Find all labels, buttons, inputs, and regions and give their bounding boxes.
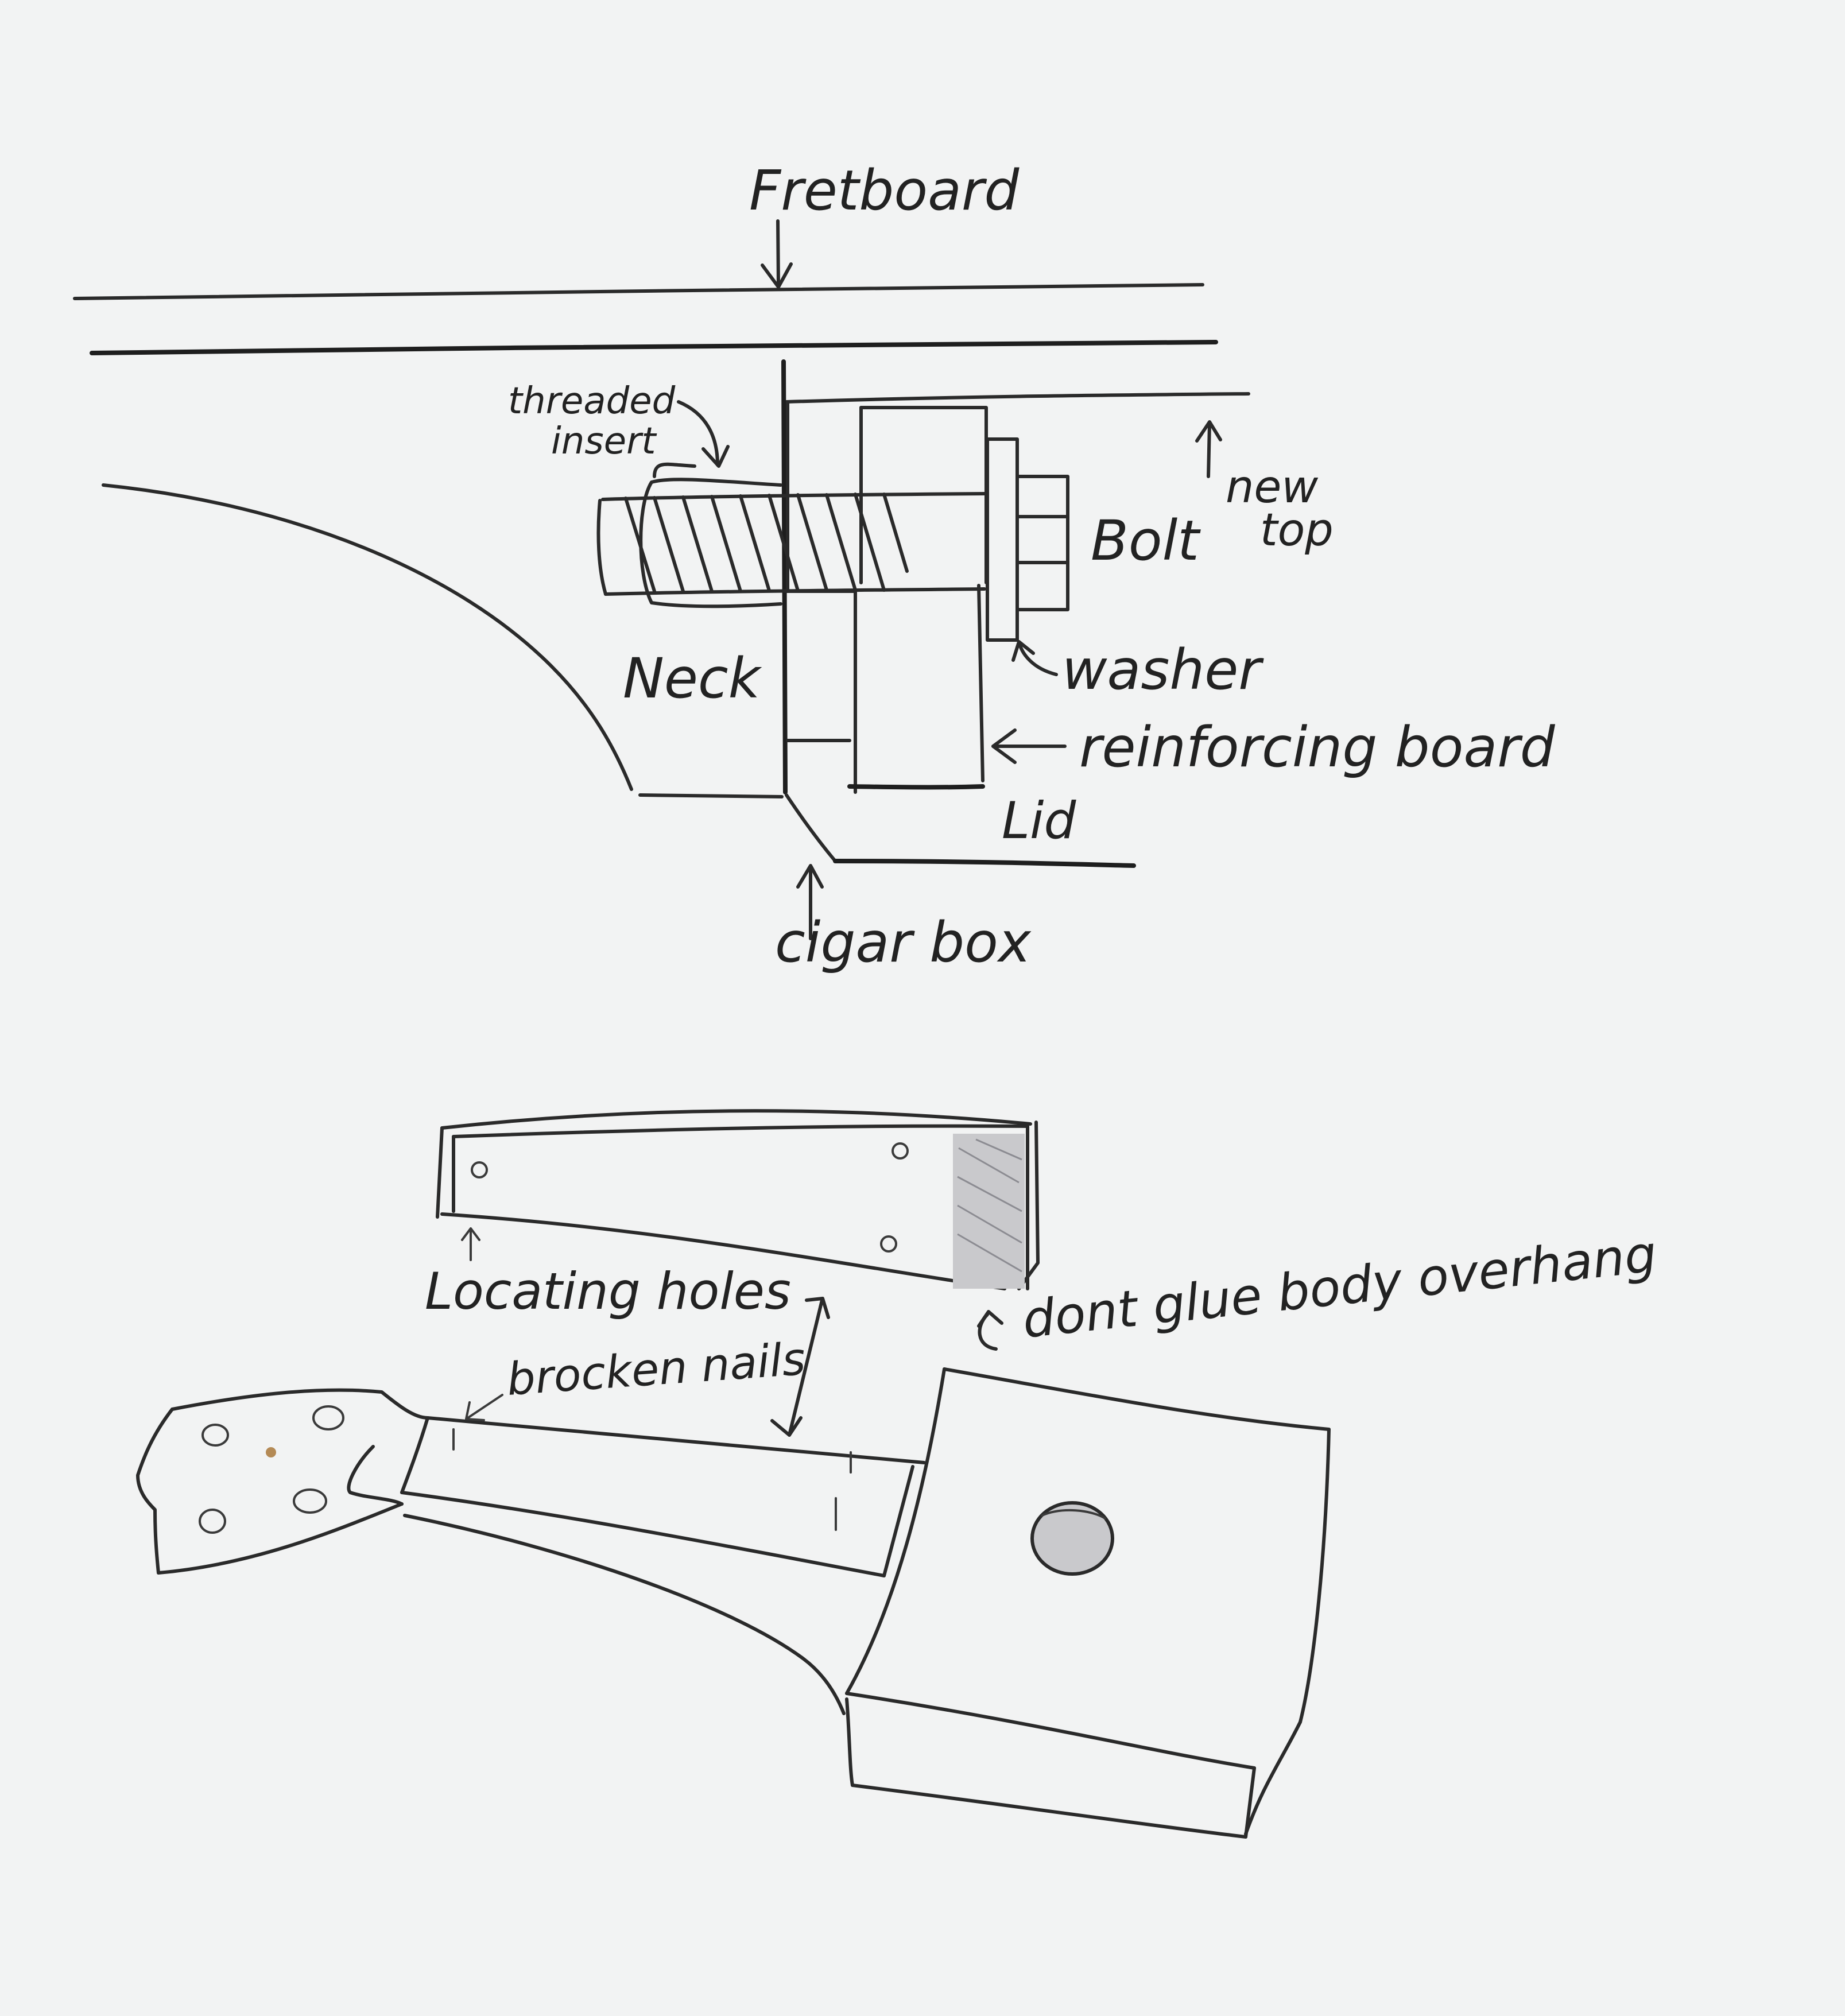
locating-hole-icon <box>471 1161 488 1178</box>
bolt-label: Bolt <box>1091 509 1201 573</box>
washer-label: washer <box>1062 638 1264 702</box>
cigar-box-label: cigar box <box>775 910 1032 975</box>
reinforcing-board-arrow <box>991 728 1067 764</box>
neck-bottom-edge <box>638 793 784 798</box>
neck-heel-curve <box>102 483 633 791</box>
threaded-insert-arrow <box>677 400 730 468</box>
new-top-label: new <box>1226 462 1318 513</box>
fretboard-label: Fretboard <box>749 158 1020 223</box>
reinforcing-board-label: reinforcing board <box>1079 715 1556 780</box>
locating-hole-icon <box>880 1235 897 1253</box>
wood-knot <box>266 1447 276 1457</box>
body-block <box>845 1367 1331 1839</box>
threaded-insert <box>639 462 782 608</box>
new-top-arrow <box>1195 420 1222 478</box>
locating-holes-arrow <box>461 1227 480 1261</box>
fit-together-arrow <box>770 1297 830 1437</box>
perspective-view: Locating holes dont glue body overhang b… <box>136 1109 1659 1839</box>
fretboard-arrow <box>761 219 793 289</box>
tuner-hole-icon <box>201 1424 229 1447</box>
locating-holes-label: Locating holes <box>425 1262 791 1321</box>
brocken-nails-arrow <box>465 1394 503 1421</box>
washer-arrow <box>1011 640 1058 676</box>
washer <box>986 437 1019 642</box>
tuner-hole-icon <box>312 1405 344 1430</box>
neck-label: Neck <box>623 646 762 711</box>
threaded-insert-label-2: insert <box>551 420 657 463</box>
reinforcing-board <box>847 406 988 790</box>
dont-glue-label: dont glue body overhang <box>1020 1224 1659 1349</box>
new-top-label-2: top <box>1260 505 1334 556</box>
threaded-insert-label: threaded <box>508 380 676 422</box>
hatching <box>957 1138 1022 1273</box>
fretboard <box>73 283 1218 355</box>
bolt-threads <box>596 492 986 596</box>
reinforcing-board-3d <box>436 1109 1040 1290</box>
bolt-head <box>1015 475 1069 611</box>
neck-3d <box>400 1416 926 1715</box>
tuner-hole-icon <box>199 1509 226 1534</box>
new-top <box>785 392 1250 404</box>
lid-label: Lid <box>1002 791 1076 850</box>
locating-hole-icon <box>892 1142 909 1160</box>
side-view: Fretboard threaded insert new top Bolt N… <box>73 158 1556 975</box>
cigar-box-arrow <box>796 864 824 940</box>
dont-glue-arrow <box>977 1310 1003 1351</box>
tuner-hole-icon <box>293 1488 327 1514</box>
brocken-nails-label: brocken nails <box>505 1333 807 1406</box>
body-end-block <box>781 359 1136 868</box>
sound-hole <box>1030 1501 1114 1576</box>
headstock <box>136 1388 429 1575</box>
